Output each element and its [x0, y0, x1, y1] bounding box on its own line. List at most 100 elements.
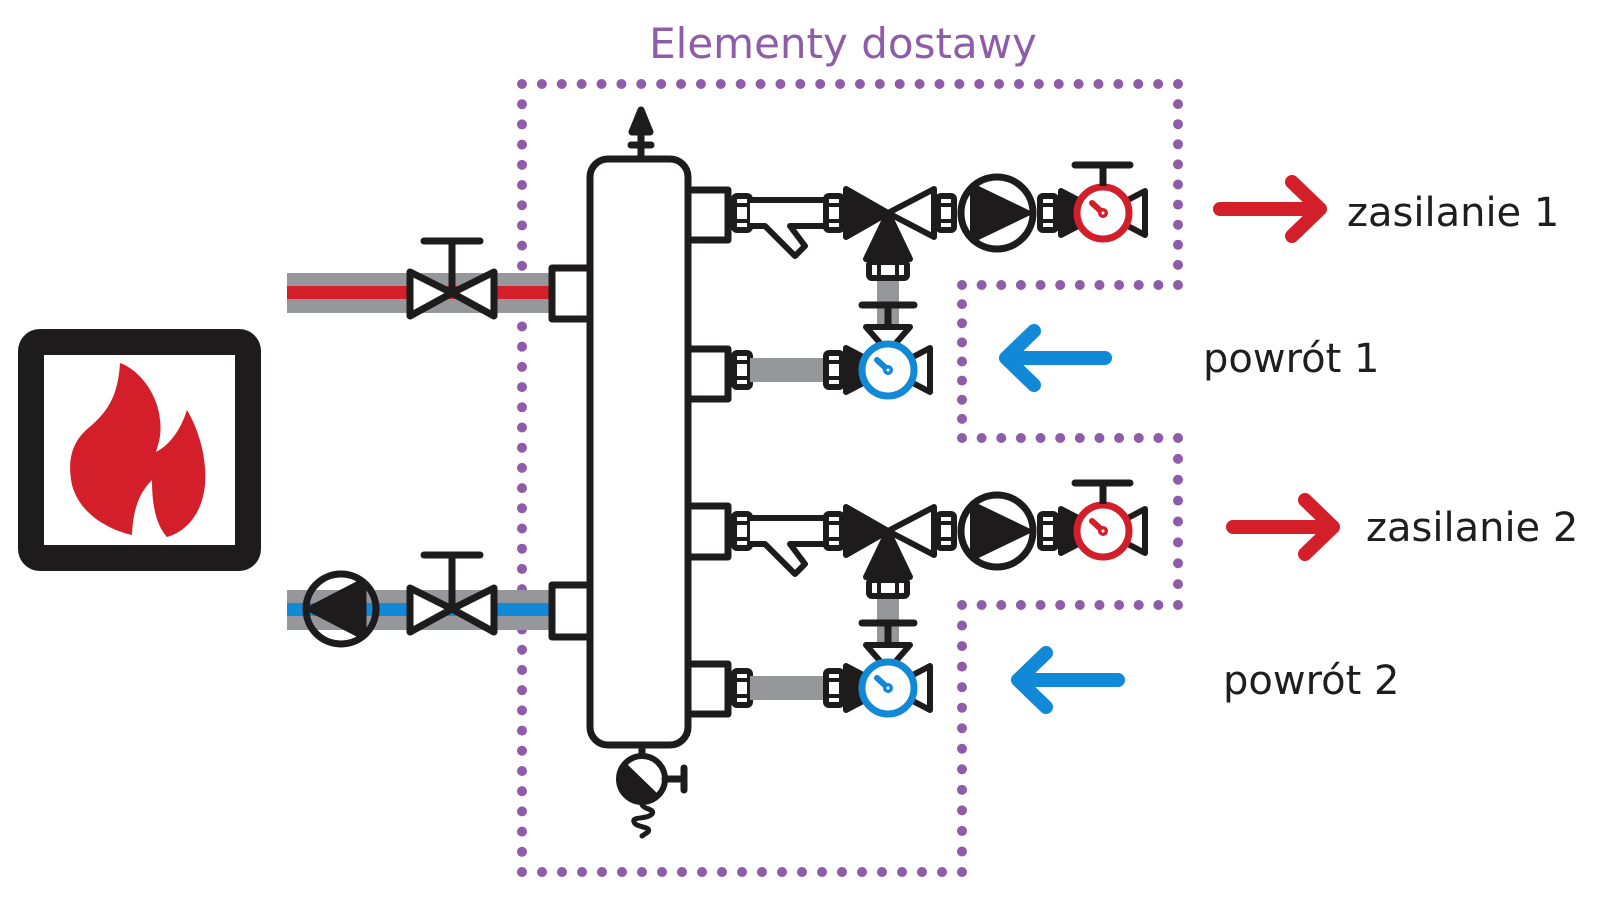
supply-1-label: zasilanie 1	[1347, 190, 1559, 236]
border-dot	[957, 641, 967, 652]
border-dot	[957, 375, 967, 386]
border-dot	[697, 867, 707, 877]
border-dot	[1173, 139, 1183, 150]
dial-hub-center	[1101, 211, 1105, 215]
border-dot	[957, 682, 967, 693]
border-dot	[517, 240, 527, 251]
pipe-union	[823, 350, 845, 390]
pipe-union	[823, 511, 845, 551]
border-dot	[715, 79, 726, 89]
shutoff-valve-icon	[406, 551, 498, 636]
pipe-union	[935, 193, 957, 233]
border-dot	[1153, 79, 1164, 89]
border-dot	[735, 79, 746, 89]
border-dot	[656, 79, 667, 89]
pump-triangle	[970, 183, 1032, 243]
border-dot	[617, 867, 627, 877]
border-dot	[957, 825, 967, 836]
border-dot	[695, 79, 706, 89]
border-dot	[517, 705, 527, 716]
border-dot	[775, 79, 786, 89]
pipe-union	[866, 259, 910, 281]
border-dot	[996, 280, 1007, 290]
border-dot	[517, 503, 527, 514]
border-dot	[1133, 600, 1144, 610]
return-2-label: powrót 2	[1223, 658, 1399, 704]
heating-circuit-1	[731, 161, 1148, 400]
border-dot	[1173, 159, 1183, 170]
border-dot	[517, 867, 527, 877]
separator-nozzle	[548, 264, 594, 323]
border-dot	[1015, 433, 1026, 443]
border-dot	[1133, 79, 1144, 89]
border-dot	[957, 764, 967, 775]
border-dot	[974, 79, 985, 89]
border-dot	[576, 79, 587, 89]
hydraulic-separator	[586, 155, 692, 749]
border-dot	[1173, 600, 1183, 610]
border-dot	[517, 422, 527, 433]
border-dot	[976, 433, 987, 443]
border-dot	[957, 784, 967, 795]
border-dot	[517, 483, 527, 494]
mixing-valve-outlet	[885, 186, 937, 240]
return-2-arrow-icon	[1011, 646, 1125, 714]
border-dot	[1035, 600, 1046, 610]
supply-1-arrow-icon	[1213, 175, 1327, 243]
pipe-union	[935, 511, 957, 551]
border-dot	[517, 200, 527, 211]
border-dot	[517, 159, 527, 170]
border-dot	[636, 79, 647, 89]
border-dot	[1033, 79, 1044, 89]
border-dot	[1055, 280, 1066, 290]
separator-nozzle	[684, 660, 732, 718]
drain-valve-icon	[616, 741, 688, 839]
border-dot	[957, 723, 967, 734]
border-dot	[517, 79, 527, 89]
border-dot	[996, 433, 1007, 443]
border-dot	[1153, 433, 1164, 443]
pipe-union	[823, 668, 845, 708]
border-dot	[1133, 280, 1144, 290]
border-dot	[1113, 79, 1124, 89]
border-dot	[996, 600, 1007, 610]
border-dot	[957, 337, 967, 348]
border-dot	[1094, 433, 1105, 443]
border-dot	[1173, 119, 1183, 130]
border-dot	[957, 867, 967, 877]
border-dot	[1173, 558, 1183, 569]
border-dot	[874, 79, 885, 89]
border-dot	[1114, 280, 1125, 290]
return-1-label: powrót 1	[1203, 336, 1379, 382]
border-dot	[957, 280, 967, 290]
border-dot	[536, 79, 547, 89]
border-dot	[1074, 433, 1085, 443]
pipe-union	[731, 350, 753, 390]
border-dot	[676, 79, 687, 89]
border-dot	[657, 867, 667, 877]
border-dot	[1173, 239, 1183, 250]
border-dot	[517, 765, 527, 776]
border-dot	[517, 523, 527, 534]
dial-hub-center	[1101, 529, 1105, 533]
separator-nozzle	[684, 345, 732, 403]
border-dot	[994, 79, 1005, 89]
pipe-union	[731, 193, 753, 233]
flame-icon	[70, 363, 206, 537]
border-dot	[976, 600, 987, 610]
border-dot	[596, 79, 607, 89]
border-dot	[737, 867, 747, 877]
border-dot	[835, 79, 846, 89]
border-dot	[517, 442, 527, 453]
border-dot	[1093, 79, 1104, 89]
mixing-valve-inlet	[843, 186, 891, 240]
border-dot	[517, 664, 527, 675]
border-dot	[517, 402, 527, 413]
border-dot	[517, 119, 527, 130]
supply-2-arrow-icon	[1226, 493, 1340, 561]
border-dot	[1094, 280, 1105, 290]
border-dot	[897, 867, 907, 877]
border-dot	[517, 361, 527, 372]
border-dot	[517, 806, 527, 817]
border-dot	[1173, 474, 1183, 485]
